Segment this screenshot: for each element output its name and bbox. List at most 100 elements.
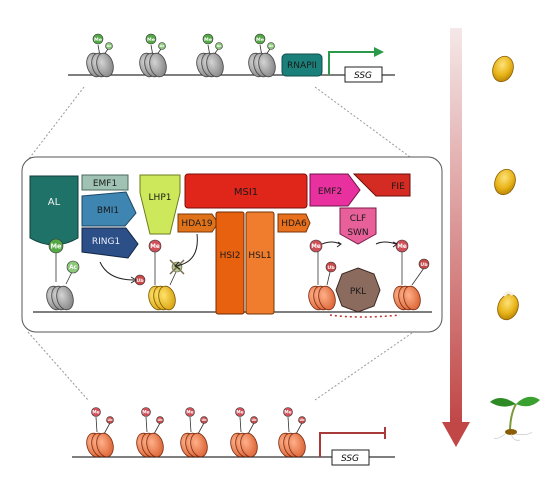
top-nucleosome bbox=[248, 52, 276, 78]
ac-mark-top: Ac bbox=[215, 42, 223, 50]
hsi2-label: HSI2 bbox=[220, 251, 241, 261]
me-mark-bottom: Me bbox=[141, 407, 151, 417]
me-mark-bottom: Me bbox=[185, 407, 195, 417]
bmi1-label: BMI1 bbox=[97, 206, 119, 216]
lhp1-label: LHP1 bbox=[149, 193, 172, 203]
hda19-protein: HDA19 bbox=[177, 213, 219, 233]
pkl-label: PKL bbox=[350, 287, 366, 297]
top-nucleosome bbox=[86, 52, 114, 78]
rnapii-label: RNAPII bbox=[287, 61, 317, 71]
ub-mark-bottom-label: Ub bbox=[251, 418, 257, 422]
me-mark-inset-2-label: Me bbox=[150, 244, 160, 250]
me-mark-bottom-label: Me bbox=[284, 410, 291, 416]
me-mark-top-label: Me bbox=[94, 37, 102, 43]
ub-mark-bottom: Ub bbox=[250, 416, 258, 424]
emf2-label: EMF2 bbox=[318, 187, 342, 197]
top-projection-lines bbox=[27, 86, 411, 161]
seed-stage-3-germinating bbox=[497, 291, 519, 321]
ub-mark-inset-3-label: Ub bbox=[420, 262, 428, 268]
hda19-label: HDA19 bbox=[181, 219, 212, 229]
me-mark-top: Me bbox=[92, 33, 104, 45]
me-mark-top-label: Me bbox=[204, 37, 212, 43]
ac-mark-top-label: Ac bbox=[160, 44, 165, 48]
inset-orange-nucleosome-1 bbox=[308, 285, 336, 311]
ub-mark-inset-2: Ub bbox=[325, 261, 337, 273]
bottom-nucleosome bbox=[86, 432, 114, 458]
ac-mark-top: Ac bbox=[105, 42, 113, 50]
ac-mark-inset: Ac bbox=[66, 260, 80, 274]
swn-label: SWN bbox=[347, 228, 368, 238]
ub-mark-bottom: Ub bbox=[298, 416, 306, 424]
me-mark-top-label: Me bbox=[256, 37, 264, 43]
inset-arrows bbox=[99, 233, 398, 284]
ring1-protein: RING1 bbox=[81, 227, 139, 259]
clf-swn-protein: CLF SWN bbox=[339, 207, 377, 245]
me-mark-bottom: Me bbox=[235, 407, 245, 417]
bottom-nucleosome bbox=[180, 432, 208, 458]
msi1-protein: MSI1 bbox=[184, 173, 308, 209]
bottom-nucleosome bbox=[136, 432, 164, 458]
ub-mark-bottom-label: Ub bbox=[299, 418, 305, 422]
bottom-projection-lines bbox=[27, 331, 413, 401]
me-mark-inset-2: Me bbox=[148, 239, 162, 253]
ub-mark-inset-1-label: Ub bbox=[136, 278, 144, 284]
me-mark-top: Me bbox=[202, 33, 214, 45]
me-mark-inset-active: Me bbox=[48, 238, 64, 254]
clf-label: CLF bbox=[350, 214, 366, 224]
ub-mark-inset-3: Ub bbox=[418, 258, 430, 270]
ssg-top-label: SSG bbox=[354, 71, 372, 81]
ac-mark-top-label: Ac bbox=[217, 44, 222, 48]
ac-mark-top: Ac bbox=[267, 42, 275, 50]
me-mark-bottom-label: Me bbox=[92, 410, 99, 416]
ub-mark-bottom: Ub bbox=[106, 416, 114, 424]
repressed-gene: SSG bbox=[319, 427, 386, 466]
ac-mark-top-label: Ac bbox=[107, 44, 112, 48]
repression-bar bbox=[319, 432, 385, 457]
bottom-nucleosome bbox=[278, 432, 306, 458]
seed-stage-1 bbox=[492, 55, 514, 83]
ub-mark-bottom: Ub bbox=[156, 416, 164, 424]
al-protein: AL bbox=[29, 175, 79, 246]
emf1-protein: EMF1 bbox=[81, 174, 129, 191]
me-mark-top: Me bbox=[254, 33, 266, 45]
ub-mark-bottom-label: Ub bbox=[107, 418, 113, 422]
seedling-icon bbox=[490, 396, 540, 441]
msi1-label: MSI1 bbox=[234, 187, 258, 198]
ub-mark-bottom-label: Ub bbox=[201, 418, 207, 422]
me-mark-bottom-label: Me bbox=[142, 410, 149, 416]
seed-stage-2 bbox=[494, 168, 516, 196]
ub-mark-inset-2-label: Ub bbox=[327, 265, 335, 271]
bottom-nucleosome bbox=[230, 432, 258, 458]
me-mark-inset-3-label: Me bbox=[311, 244, 321, 250]
fie-label: FIE bbox=[391, 182, 405, 192]
active-gene: SSG bbox=[328, 47, 384, 83]
ub-mark-bottom-label: Ub bbox=[157, 418, 163, 422]
emf2-protein: EMF2 bbox=[309, 173, 361, 207]
me-mark-bottom-label: Me bbox=[186, 410, 193, 416]
rnapii-complex: RNAPII bbox=[281, 53, 323, 77]
pkl-protein: PKL bbox=[335, 267, 381, 313]
inset-orange-nucleosome-2 bbox=[393, 285, 421, 311]
me-mark-bottom-label: Me bbox=[236, 410, 243, 416]
al-label: AL bbox=[48, 197, 61, 208]
lhp1-protein: LHP1 bbox=[139, 174, 181, 235]
ub-mark-bottom: Ub bbox=[200, 416, 208, 424]
fie-protein: FIE bbox=[352, 173, 411, 197]
inset-yellow-nucleosome bbox=[148, 285, 176, 311]
hda6-protein: HDA6 bbox=[277, 213, 311, 233]
hda6-label: HDA6 bbox=[281, 219, 307, 229]
emf1-label: EMF1 bbox=[93, 179, 117, 189]
top-nucleosome bbox=[196, 52, 224, 78]
hsi2-protein: HSI2 bbox=[215, 211, 245, 315]
ssg-bottom-label: SSG bbox=[341, 454, 359, 464]
me-mark-bottom: Me bbox=[283, 407, 293, 417]
ac-mark-top-label: Ac bbox=[269, 44, 274, 48]
hsl1-protein: HSL1 bbox=[245, 211, 275, 315]
me-mark-inset-3: Me bbox=[309, 239, 323, 253]
top-nucleosome bbox=[139, 52, 167, 78]
me-mark-top-label: Me bbox=[147, 37, 155, 43]
inset-grey-nucleosome bbox=[46, 285, 74, 311]
transcription-start-arrow bbox=[328, 51, 375, 75]
